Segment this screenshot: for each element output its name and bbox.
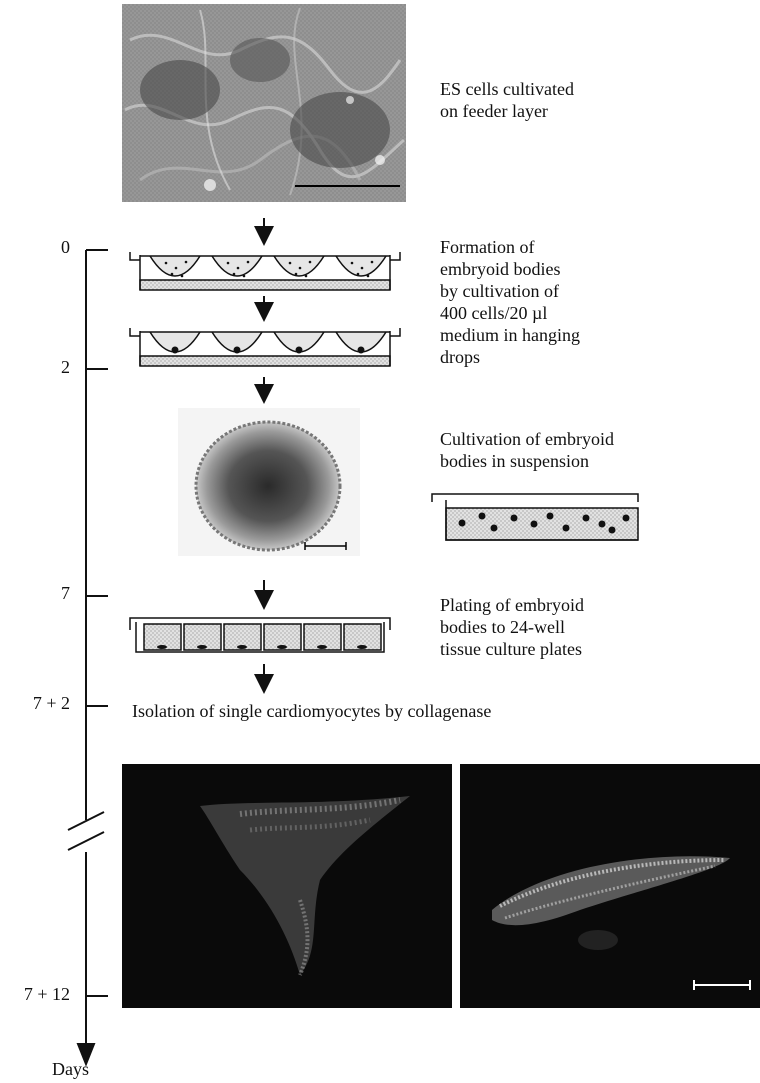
timeline-axis [68, 250, 108, 1064]
step-es-cells: ES cells cultivated on feeder layer [440, 78, 574, 122]
embryoid-body-micrograph [178, 408, 360, 556]
tick-label-day-7-plus-12: 7 + 12 [0, 983, 70, 1005]
suspension-dish [432, 494, 638, 540]
tick-label-day-2: 2 [0, 356, 70, 378]
well-plate [130, 618, 390, 652]
tick-label-day-7-plus-2: 7 + 2 [0, 692, 70, 714]
step-isolation: Isolation of single cardiomyocytes by co… [132, 700, 491, 722]
hanging-drop-plate-aggregated [130, 328, 400, 366]
axis-label-days: Days [52, 1058, 89, 1080]
tick-label-day-7: 7 [0, 582, 70, 604]
step-formation: Formation of embryoid bodies by cultivat… [440, 236, 580, 368]
step-suspension: Cultivation of embryoid bodies in suspen… [440, 428, 614, 472]
hanging-drop-plate-dispersed [130, 252, 400, 290]
cardiomyocyte-micrograph-left [122, 764, 452, 1008]
step-plating: Plating of embryoid bodies to 24-well ti… [440, 594, 584, 660]
es-cells-micrograph [122, 4, 406, 202]
cardiomyocyte-micrograph-right [460, 764, 760, 1008]
tick-label-day-0: 0 [0, 236, 70, 258]
